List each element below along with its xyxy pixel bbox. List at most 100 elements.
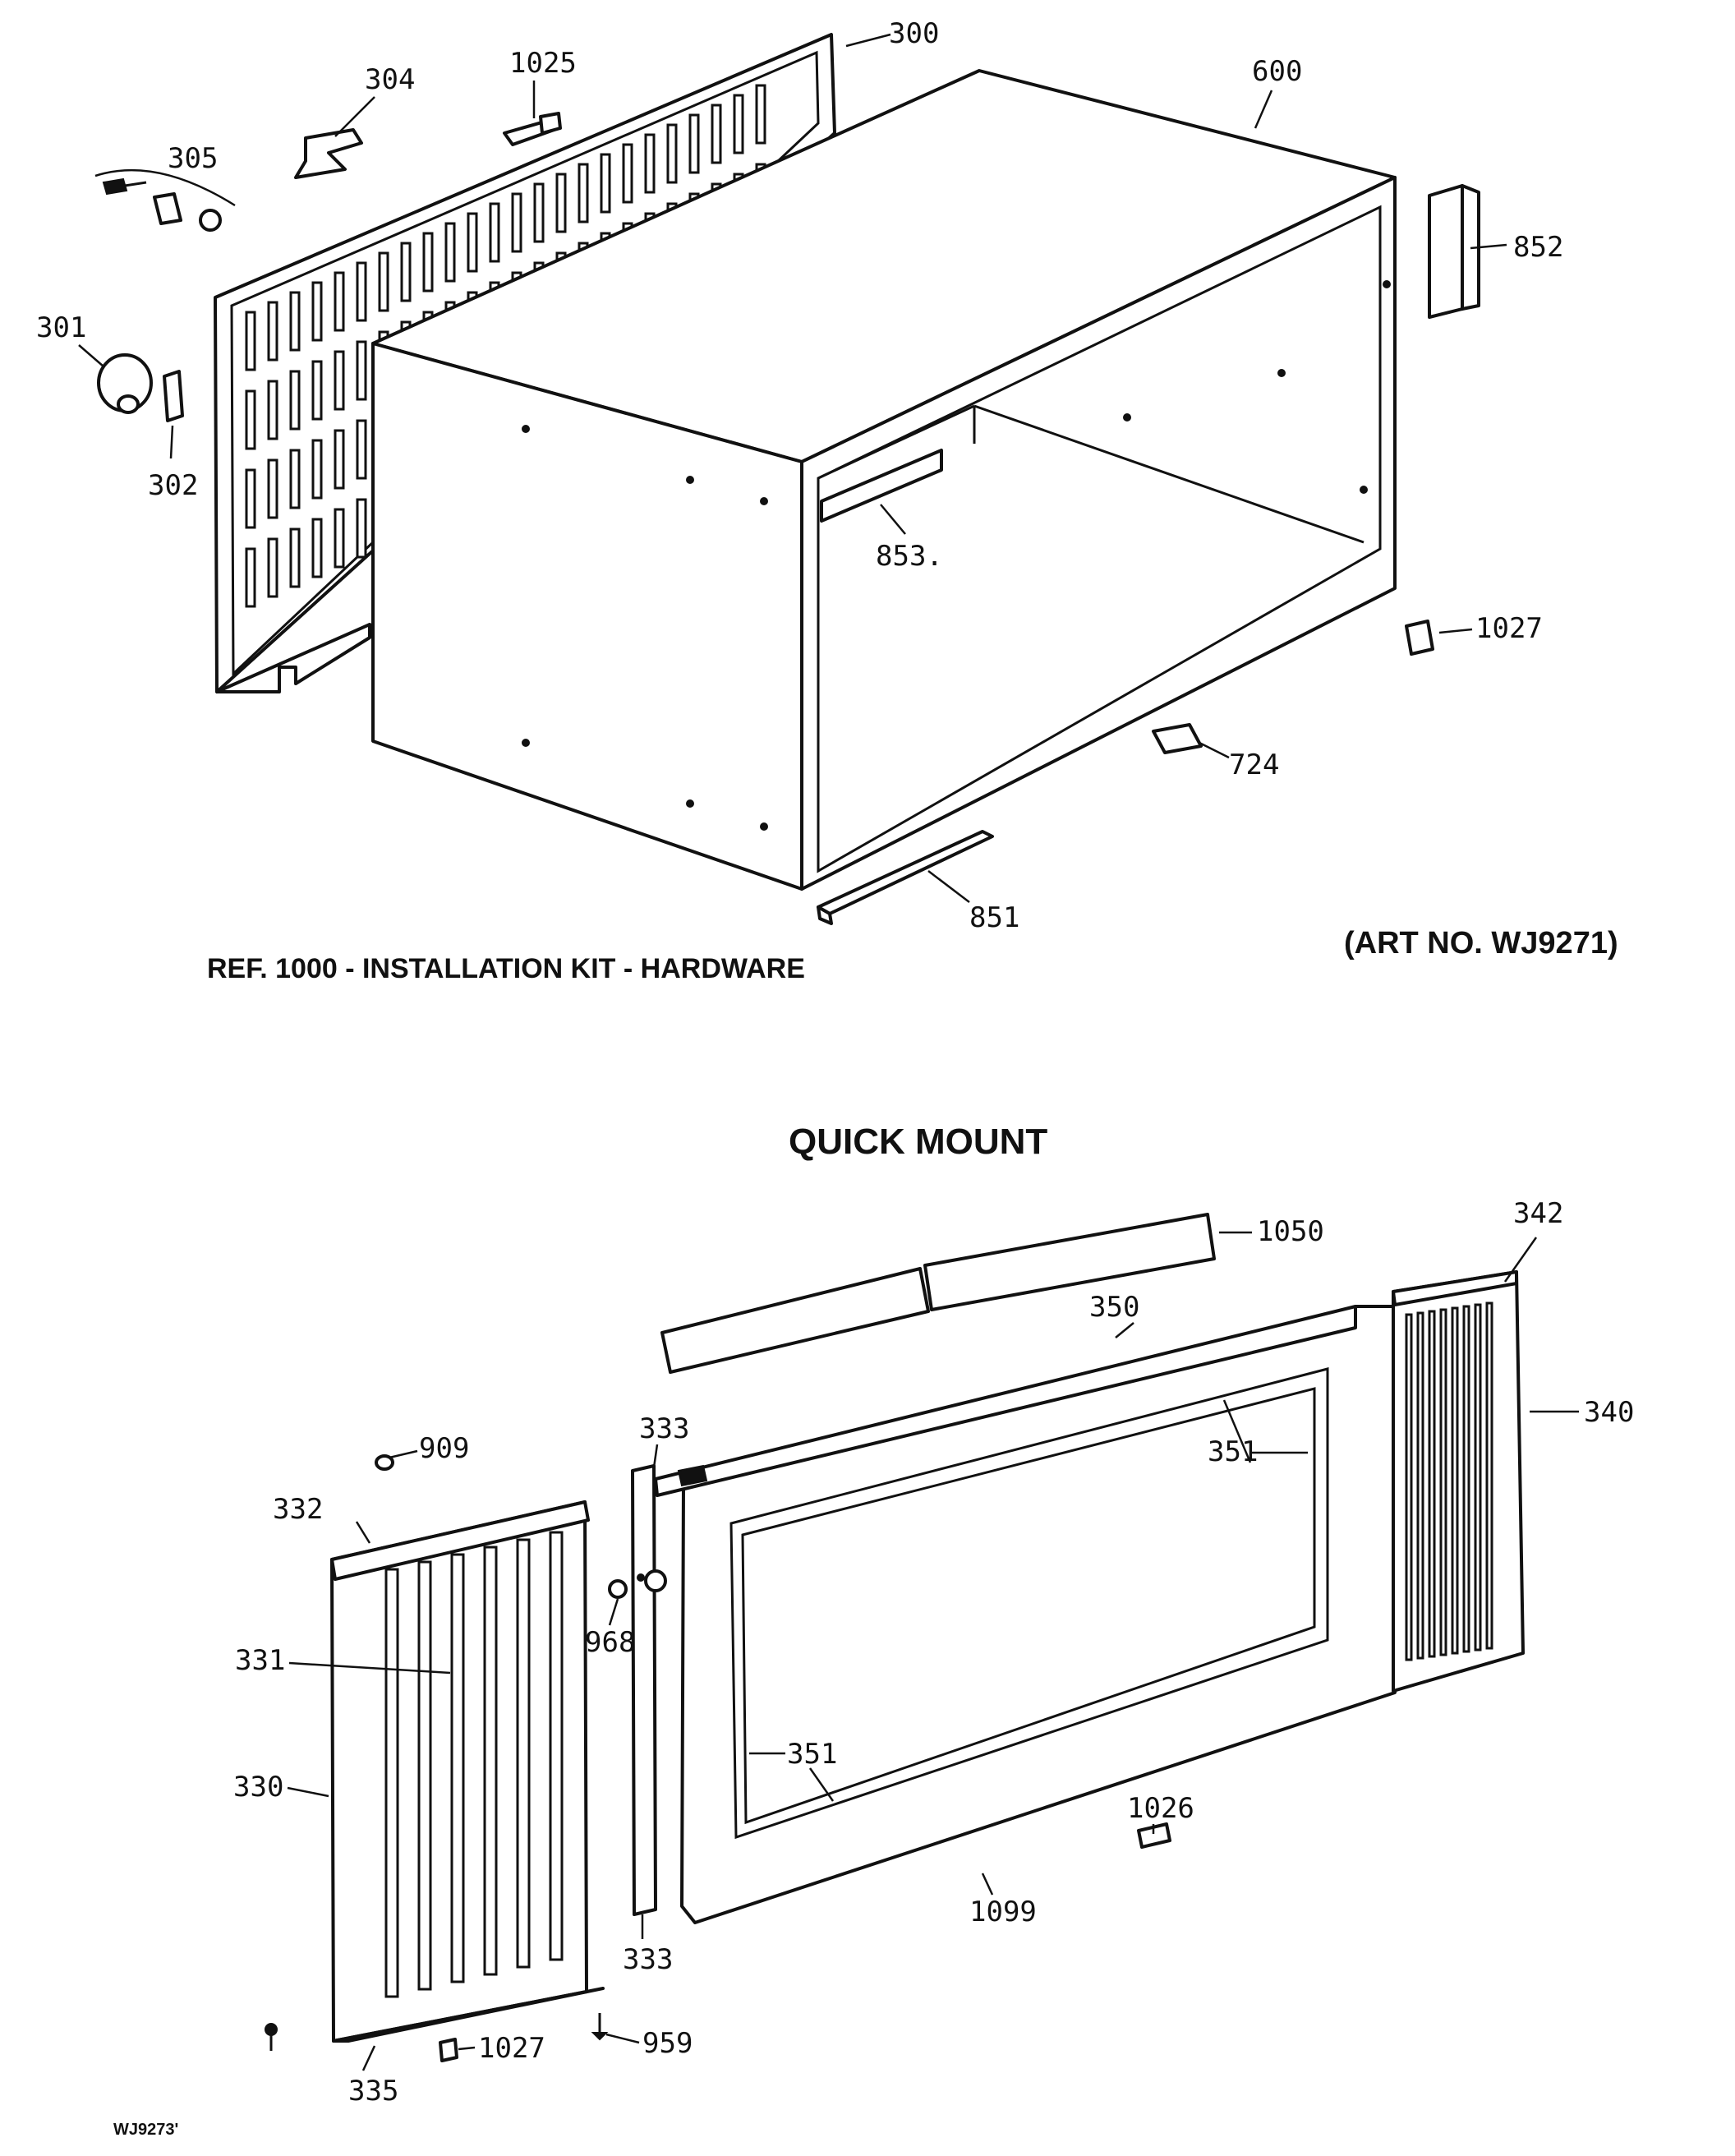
grille-slot [245, 468, 256, 529]
grille-slot [267, 380, 278, 440]
grille-slot [422, 232, 434, 293]
grille-slot [511, 192, 522, 253]
grille-slot [489, 202, 500, 263]
callout-909: 909 [419, 1432, 469, 1465]
quick-mount-title: QUICK MOUNT [789, 1122, 1047, 1162]
frame-1099 [654, 1305, 1397, 1924]
extension-rib [1474, 1303, 1482, 1652]
grille-slot [644, 133, 656, 194]
grille-slot [733, 94, 744, 154]
side-panel-rib [516, 1538, 531, 1969]
callout-340: 340 [1584, 1396, 1634, 1429]
extension-rib [1462, 1305, 1470, 1653]
callout-302: 302 [148, 469, 198, 502]
hardware-302-bracket [163, 370, 184, 422]
callout-304: 304 [365, 63, 415, 96]
grille-slot [578, 163, 589, 223]
grille-slot [622, 143, 633, 204]
hardware-1027-top [1405, 620, 1434, 656]
hardware-909-washer [375, 1454, 394, 1471]
callout-333-top: 333 [639, 1412, 689, 1445]
hardware-304-clip [294, 128, 363, 179]
grille-slot [755, 84, 766, 145]
grille-slot [356, 340, 367, 401]
hardware-724-clip [1152, 723, 1203, 754]
callout-351-top: 351 [1208, 1435, 1258, 1468]
grille-slot [711, 104, 722, 164]
bottom-leader-lines [287, 1231, 1579, 2071]
grille-slot [289, 527, 301, 588]
hardware-1027-bottom [439, 2038, 458, 2062]
callout-342: 342 [1513, 1197, 1563, 1230]
grille-slot [334, 429, 345, 490]
grille-slot [311, 281, 323, 342]
callout-724: 724 [1229, 749, 1279, 781]
extension-panel-340 [1392, 1270, 1525, 1693]
extension-rib [1428, 1310, 1436, 1658]
callout-330: 330 [233, 1771, 283, 1804]
grille-slot [267, 458, 278, 519]
corner-angle-852 [1428, 184, 1480, 319]
grille-slot [533, 182, 545, 243]
drawing-code: WJ9273' [113, 2121, 178, 2139]
grille-slot [666, 123, 678, 184]
callout-350: 350 [1089, 1291, 1139, 1324]
grille-slot [555, 173, 567, 233]
callout-1027-bottom: 1027 [478, 2032, 545, 2065]
callout-300: 300 [889, 17, 939, 50]
callout-335: 335 [348, 2075, 398, 2108]
extension-rib [1439, 1308, 1447, 1656]
callout-332: 332 [273, 1493, 323, 1526]
grille-slot [334, 350, 345, 411]
grille-slot [289, 370, 301, 431]
grille-slot [334, 271, 345, 332]
callout-600: 600 [1252, 55, 1302, 88]
grille-slot [688, 113, 700, 174]
side-panel-rib [483, 1546, 498, 1976]
bottom-rail-851 [817, 830, 994, 925]
installation-kit-caption: REF. 1000 - INSTALLATION KIT - HARDWARE [207, 953, 805, 984]
grille-slot [356, 419, 367, 480]
grille-slot [311, 360, 323, 421]
grille-slot [311, 439, 323, 500]
extension-rib [1485, 1301, 1493, 1650]
callout-333-bottom: 333 [623, 1943, 673, 1976]
side-panel-rib [417, 1560, 432, 1991]
callout-968: 968 [585, 1626, 635, 1659]
callout-959: 959 [642, 2027, 693, 2060]
grille-slot [378, 251, 389, 312]
extension-rib [1405, 1313, 1413, 1661]
grille-slot [600, 153, 611, 214]
callout-305: 305 [168, 142, 218, 175]
art-number-caption: (ART NO. WJ9271) [1344, 926, 1618, 961]
grille-slot [289, 291, 301, 352]
extension-rib [1416, 1311, 1424, 1660]
grille-slot [334, 508, 345, 569]
side-panel-rib [450, 1553, 465, 1983]
callout-351-bottom: 351 [787, 1738, 837, 1771]
callout-1027-top: 1027 [1475, 612, 1543, 645]
callout-1099: 1099 [969, 1896, 1037, 1928]
side-panel-330 [330, 1500, 605, 2043]
grille-slot [356, 498, 367, 559]
hardware-1025-bracket [503, 112, 562, 146]
grille-slot [467, 212, 478, 273]
grille-slot [245, 547, 256, 608]
hardware-305-screw-clip [94, 168, 236, 232]
grille-slot [311, 518, 323, 578]
hardware-959-screw [591, 2013, 609, 2041]
side-panel-rib [549, 1531, 564, 1961]
extension-rib [1451, 1306, 1459, 1655]
hardware-968-screw [608, 1579, 628, 1599]
hardware-loose-screw [265, 2023, 278, 2051]
grille-slot [289, 449, 301, 509]
wall-sleeve-cabinet [371, 69, 1397, 891]
hardware-1026-clip [1137, 1822, 1171, 1849]
callout-331: 331 [235, 1644, 285, 1677]
grille-slot [267, 537, 278, 598]
top-leader-lines [78, 33, 1507, 903]
grille-slot [356, 261, 367, 322]
grille-slot [245, 311, 256, 371]
callout-301: 301 [36, 311, 86, 344]
